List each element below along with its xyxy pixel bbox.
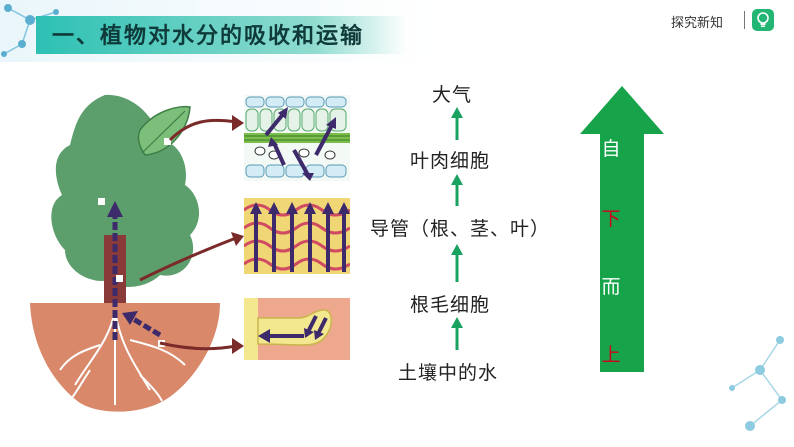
section-label: 探究新知 bbox=[671, 16, 724, 31]
arrow-char-1: 自 bbox=[601, 138, 621, 160]
big-up-arrow bbox=[580, 86, 664, 372]
molecule-decoration-icon bbox=[729, 336, 786, 431]
tree-illustration bbox=[30, 94, 220, 412]
lightbulb-icon bbox=[757, 12, 769, 27]
step-soil-water: 土壤中的水 bbox=[398, 362, 499, 384]
arrow-char-2: 下 bbox=[601, 208, 621, 230]
lightbulb-button[interactable] bbox=[752, 9, 774, 31]
xylem-vessel-icon bbox=[244, 198, 350, 274]
root-hair-icon bbox=[244, 298, 350, 360]
step-mesophyll-cells: 叶肉细胞 bbox=[410, 150, 491, 172]
arrow-char-3: 而 bbox=[601, 276, 621, 298]
title-bar bbox=[36, 16, 406, 54]
leaf-cells-icon bbox=[244, 95, 350, 181]
page-title: 一、植物对水分的吸收和运输 bbox=[52, 24, 365, 49]
section-separator bbox=[744, 11, 745, 29]
step-atmosphere: 大气 bbox=[432, 84, 473, 106]
arrow-char-4: 上 bbox=[601, 344, 621, 366]
step-vessels: 导管（根、茎、叶） bbox=[370, 218, 551, 240]
step-root-hair-cells: 根毛细胞 bbox=[410, 294, 491, 316]
